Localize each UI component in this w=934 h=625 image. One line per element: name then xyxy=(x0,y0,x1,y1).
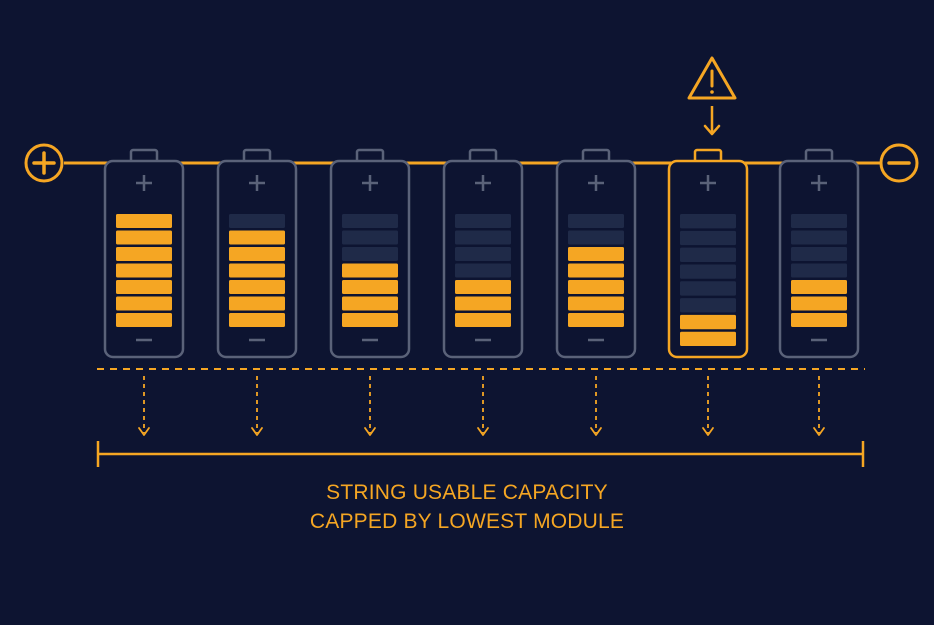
charge-segment-filled xyxy=(229,280,285,294)
down-arrow xyxy=(702,376,714,436)
charge-segment-filled xyxy=(229,313,285,327)
battery-plus-icon xyxy=(475,175,491,191)
caption-line-1: STRING USABLE CAPACITY xyxy=(326,481,608,504)
battery-plus-icon xyxy=(700,175,716,191)
charge-segment-filled xyxy=(116,214,172,228)
charge-segment-filled xyxy=(116,313,172,327)
battery-module xyxy=(103,148,185,359)
warning-indicator xyxy=(687,56,737,136)
down-arrow xyxy=(364,376,376,436)
charge-segment-filled xyxy=(116,280,172,294)
battery-module xyxy=(442,148,524,359)
battery-module xyxy=(555,148,637,359)
battery-plus-icon xyxy=(588,175,604,191)
caption-line-2: CAPPED BY LOWEST MODULE xyxy=(309,510,625,533)
charge-segment-filled xyxy=(455,313,511,327)
charge-segment-filled xyxy=(680,314,736,330)
charge-segment-filled xyxy=(229,263,285,278)
down-arrow xyxy=(477,376,489,436)
charge-segment-filled xyxy=(568,247,624,261)
charge-segment-filled xyxy=(791,280,847,294)
charge-segment-filled xyxy=(116,230,172,245)
charge-segment-empty xyxy=(680,247,736,262)
charge-segment-empty xyxy=(455,230,511,245)
charge-segment-empty xyxy=(342,230,398,245)
battery-module xyxy=(667,148,749,359)
charge-segment-filled xyxy=(342,280,398,294)
modules-layer xyxy=(103,148,860,359)
capacity-bracket xyxy=(96,441,865,467)
charge-segment-empty xyxy=(680,214,736,229)
charge-segment-empty xyxy=(791,263,847,278)
battery-module xyxy=(778,148,860,359)
down-arrow xyxy=(251,376,263,436)
charge-segment-filled xyxy=(568,280,624,294)
battery-module xyxy=(329,148,411,359)
charge-segment-filled xyxy=(342,296,398,311)
battery-plus-icon xyxy=(249,175,265,191)
charge-segment-empty xyxy=(568,230,624,245)
down-arrows-layer xyxy=(138,376,825,436)
charge-segment-empty xyxy=(680,230,736,246)
charge-segment-empty xyxy=(568,214,624,228)
charge-segment-filled xyxy=(229,247,285,261)
plus-circle-icon xyxy=(24,143,64,183)
charge-segment-empty xyxy=(791,214,847,228)
charge-segment-filled xyxy=(116,247,172,261)
charge-segment-filled xyxy=(229,296,285,311)
charge-segment-empty xyxy=(680,298,736,313)
charge-segment-empty xyxy=(791,247,847,261)
charge-segment-empty xyxy=(791,230,847,245)
warning-triangle-icon xyxy=(687,56,737,100)
down-arrow xyxy=(813,376,825,436)
charge-segment-filled xyxy=(116,296,172,311)
battery-plus-icon xyxy=(811,175,827,191)
charge-segment-filled xyxy=(455,280,511,294)
battery-plus-icon xyxy=(362,175,378,191)
charge-segment-empty xyxy=(455,263,511,278)
charge-segment-empty xyxy=(455,214,511,228)
charge-segment-empty xyxy=(455,247,511,261)
charge-segment-filled xyxy=(791,313,847,327)
charge-segment-filled xyxy=(455,296,511,311)
battery-plus-icon xyxy=(136,175,152,191)
charge-segment-filled xyxy=(342,313,398,327)
warning-arrow-head xyxy=(703,124,721,136)
charge-segment-filled xyxy=(568,313,624,327)
charge-segment-filled xyxy=(680,331,736,346)
charge-segment-filled xyxy=(568,296,624,311)
charge-segment-filled xyxy=(791,296,847,311)
battery-module xyxy=(216,148,298,359)
charge-segment-filled xyxy=(229,230,285,245)
charge-segment-filled xyxy=(342,263,398,278)
down-arrow xyxy=(590,376,602,436)
charge-segment-empty xyxy=(680,264,736,279)
charge-segment-empty xyxy=(229,214,285,228)
charge-segment-empty xyxy=(342,214,398,228)
down-arrow xyxy=(138,376,150,436)
charge-segment-filled xyxy=(116,263,172,278)
charge-segment-empty xyxy=(342,247,398,261)
charge-segment-filled xyxy=(568,263,624,278)
charge-segment-empty xyxy=(680,281,736,296)
minus-circle-icon xyxy=(879,143,919,183)
